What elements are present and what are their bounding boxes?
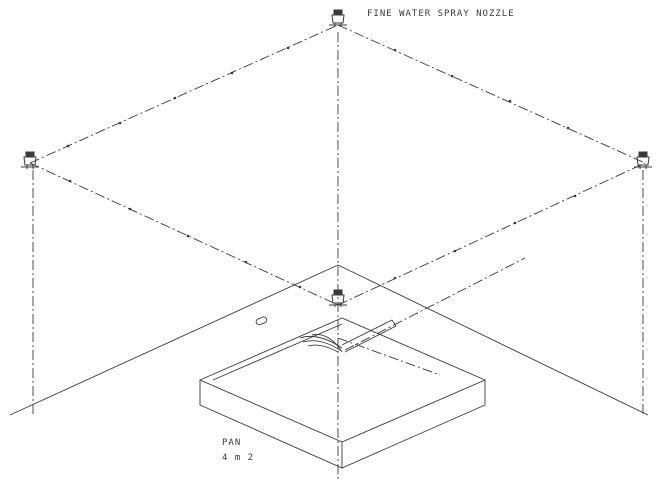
floor-edge-right bbox=[337, 264, 649, 416]
pipe-bottom-edge bbox=[344, 325, 397, 353]
pipe-projection-line bbox=[344, 257, 526, 351]
pipe-centerline bbox=[337, 337, 441, 376]
coverage-line-bottom-left bbox=[29, 162, 339, 306]
coverage-dots bbox=[66, 46, 577, 289]
coverage-line-bottom-right bbox=[337, 162, 646, 306]
spill-fire-icon bbox=[299, 334, 343, 353]
pan-label: PAN bbox=[222, 438, 242, 448]
pan-inner-edge bbox=[212, 323, 343, 381]
spray-nozzle-icons bbox=[21, 9, 652, 307]
pan-size-label: 4 m 2 bbox=[222, 453, 255, 463]
pipe-end bbox=[391, 319, 397, 327]
coverage-line-top-left bbox=[29, 24, 339, 164]
nozzle-top-icon bbox=[329, 9, 347, 27]
connector-icon bbox=[255, 316, 268, 326]
floor-edge-left bbox=[9, 264, 339, 416]
pan-left-side bbox=[199, 380, 343, 469]
nozzle-right-icon bbox=[634, 151, 652, 169]
pan-right-side bbox=[341, 380, 486, 469]
pipe-top-edge bbox=[341, 319, 393, 346]
nozzle-left-icon bbox=[21, 151, 39, 169]
nozzle-center-icon bbox=[329, 289, 347, 307]
nozzle-label: FINE WATER SPRAY NOZZLE bbox=[367, 9, 515, 19]
coverage-line-top-right bbox=[337, 24, 646, 164]
